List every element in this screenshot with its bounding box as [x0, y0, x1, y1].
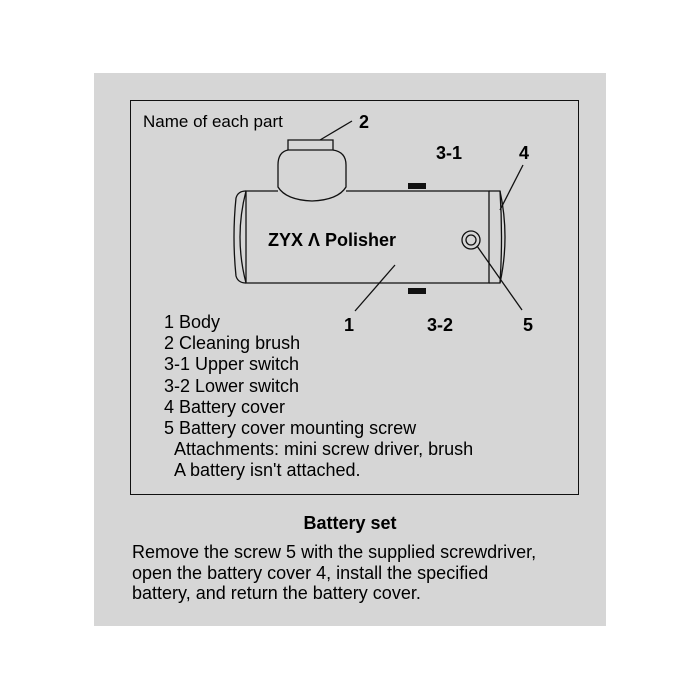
screw-inner [465, 234, 477, 246]
parts-diagram-frame [130, 100, 579, 495]
leader-5 [476, 245, 523, 311]
parts-list-item: 4 Battery cover [164, 396, 286, 417]
diagram-heading: Name of each part [143, 112, 283, 131]
instruction-line: open the battery cover 4, install the sp… [132, 562, 489, 583]
battery-set-instructions: Remove the screw 5 with the supplied scr… [132, 542, 572, 604]
cleaning-brush-cap [287, 139, 334, 151]
parts-list-item: 1 Body [164, 312, 221, 332]
parts-list: 1 Body 2 Cleaning brush 3-1 Upper switch… [164, 312, 416, 439]
callout-4: 4 [519, 143, 530, 163]
left-end-cap [239, 190, 247, 284]
body-outline [245, 190, 490, 284]
instruction-line: battery, and return the battery cover. [132, 583, 421, 604]
content-panel [94, 73, 606, 626]
leader-4 [499, 164, 524, 211]
instruction-line: Remove the screw 5 with the supplied scr… [132, 542, 537, 562]
screw-outer [461, 230, 481, 250]
upper-switch [408, 183, 426, 189]
battery-cover-inner [499, 190, 503, 284]
left-end-cap-outline [233, 190, 247, 284]
leader-2 [319, 120, 353, 141]
attachments-note: Attachments: mini screw driver, brush [174, 439, 474, 459]
parts-list-item: 3-2 Lower switch [164, 375, 300, 396]
battery-note: A battery isn't attached. [174, 460, 361, 481]
cleaning-brush [277, 149, 347, 202]
product-label: ZYX Λ Polisher [268, 230, 397, 250]
leader-1 [354, 264, 396, 312]
lower-switch [408, 288, 426, 294]
battery-set-title: Battery set [303, 513, 397, 533]
callout-3-2: 3-2 [427, 315, 454, 335]
parts-list-item: 3-1 Upper switch [164, 354, 300, 375]
parts-list-item: 5 Battery cover mounting screw [164, 418, 417, 439]
parts-list-item: 2 Cleaning brush [164, 333, 301, 354]
callout-2: 2 [359, 112, 370, 132]
callout-3-1: 3-1 [436, 143, 463, 163]
callout-1: 1 [344, 315, 355, 335]
notes: Attachments: mini screw driver, brush A … [174, 439, 473, 481]
callout-5: 5 [523, 315, 534, 335]
